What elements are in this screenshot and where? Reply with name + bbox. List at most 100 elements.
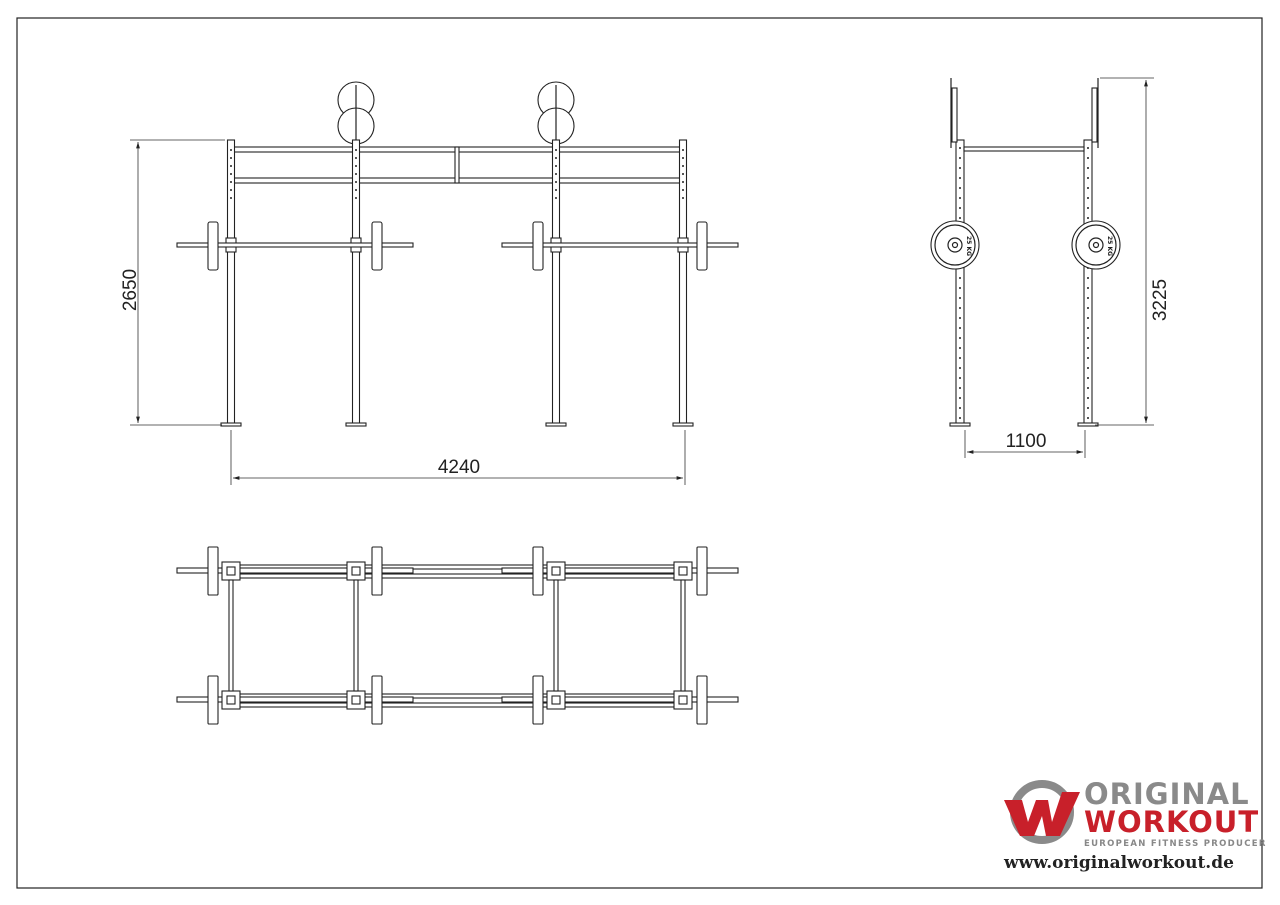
post-hole xyxy=(959,217,961,219)
dimension-front-width: 4240 xyxy=(230,430,686,485)
post-hole xyxy=(959,387,961,389)
post-hole xyxy=(1087,407,1089,409)
post-hole xyxy=(355,165,357,167)
post-hole xyxy=(1087,197,1089,199)
post-hole xyxy=(230,157,232,159)
weight-plate-rim xyxy=(1075,224,1117,266)
post-hole xyxy=(959,407,961,409)
post-hole xyxy=(959,307,961,309)
post-hole xyxy=(959,347,961,349)
weight-plate-hole xyxy=(951,241,959,249)
post-hole xyxy=(355,149,357,151)
foot-plate xyxy=(949,422,971,427)
post-hole xyxy=(1087,147,1089,149)
foot-plate xyxy=(545,422,567,427)
upright-post xyxy=(551,566,561,576)
weight-plate xyxy=(1071,220,1121,270)
post-hole xyxy=(1087,317,1089,319)
weight-plate-hub xyxy=(947,237,963,253)
storage-plate xyxy=(1091,87,1098,143)
weight-plate xyxy=(532,546,544,596)
post-hole xyxy=(682,149,684,151)
post-hole xyxy=(959,187,961,189)
logo-emblem-icon xyxy=(1004,780,1080,844)
post-hole xyxy=(355,157,357,159)
post-hole xyxy=(959,357,961,359)
post-hole xyxy=(959,207,961,209)
storage-plate xyxy=(951,87,958,143)
post-hole xyxy=(355,197,357,199)
post-hole xyxy=(230,189,232,191)
post-hole xyxy=(555,197,557,199)
post-hole xyxy=(959,277,961,279)
post-hole xyxy=(555,181,557,183)
weight-plate xyxy=(696,221,708,271)
post-hole xyxy=(1087,277,1089,279)
barbell xyxy=(176,242,414,248)
weight-plate xyxy=(207,675,219,725)
post-hole xyxy=(555,173,557,175)
upright-post xyxy=(1083,139,1093,426)
foot-plate xyxy=(345,422,367,427)
post-hole xyxy=(959,417,961,419)
post-hole xyxy=(1087,377,1089,379)
dimension-label: 3225 xyxy=(1150,279,1171,321)
post-hole xyxy=(959,377,961,379)
lower-beam xyxy=(230,702,684,708)
dimension-label: 4240 xyxy=(438,457,480,478)
top-view xyxy=(176,546,739,725)
upright-post xyxy=(226,566,236,576)
weight-plate xyxy=(696,546,708,596)
front-view xyxy=(176,81,739,427)
weight-plate xyxy=(696,675,708,725)
post-hole xyxy=(555,189,557,191)
logo-url[interactable]: www.originalworkout.de xyxy=(1004,853,1234,873)
post-hole xyxy=(959,317,961,319)
dimension-side-height: 3225 xyxy=(1095,77,1171,426)
post-hole xyxy=(682,165,684,167)
post-hole xyxy=(959,147,961,149)
post-hole xyxy=(959,397,961,399)
post-hole xyxy=(230,173,232,175)
post-hole xyxy=(1087,417,1089,419)
post-hole xyxy=(230,149,232,151)
post-hole xyxy=(1087,307,1089,309)
upright-post xyxy=(955,139,965,426)
lower-beam xyxy=(230,573,684,579)
side-beam xyxy=(228,579,234,692)
side-beam xyxy=(553,579,559,692)
weight-plate xyxy=(930,220,980,270)
post-hole xyxy=(1087,217,1089,219)
post-hole xyxy=(355,181,357,183)
post-hole xyxy=(959,287,961,289)
weight-plate xyxy=(532,221,544,271)
post-hole xyxy=(682,173,684,175)
post-hole xyxy=(230,197,232,199)
post-hole xyxy=(1087,327,1089,329)
dimension-front-height: 2650 xyxy=(120,139,225,426)
weight-plate xyxy=(371,675,383,725)
side-beam xyxy=(680,579,686,692)
drawing-border xyxy=(16,17,1263,889)
dimension-label: 2650 xyxy=(120,269,141,311)
dimension-side-depth: 1100 xyxy=(964,430,1086,458)
post-hole xyxy=(959,297,961,299)
upright-post xyxy=(226,695,236,705)
logo-tagline: EUROPEAN FITNESS PRODUCER xyxy=(1084,839,1267,849)
post-hole xyxy=(1087,337,1089,339)
post-hole xyxy=(1087,207,1089,209)
beam-connector xyxy=(454,146,460,184)
post-hole xyxy=(1087,367,1089,369)
foot-plate xyxy=(220,422,242,427)
foot-plate xyxy=(1077,422,1099,427)
weight-plate xyxy=(371,221,383,271)
plate-label: 25 KG xyxy=(965,236,972,256)
post-hole xyxy=(682,181,684,183)
post-hole xyxy=(1087,297,1089,299)
dimension-label: 1100 xyxy=(1006,431,1047,452)
pull-up-bar xyxy=(963,146,1085,152)
post-hole xyxy=(959,337,961,339)
weight-plate xyxy=(532,675,544,725)
weight-plate-rim xyxy=(934,224,976,266)
barbell xyxy=(176,696,414,703)
